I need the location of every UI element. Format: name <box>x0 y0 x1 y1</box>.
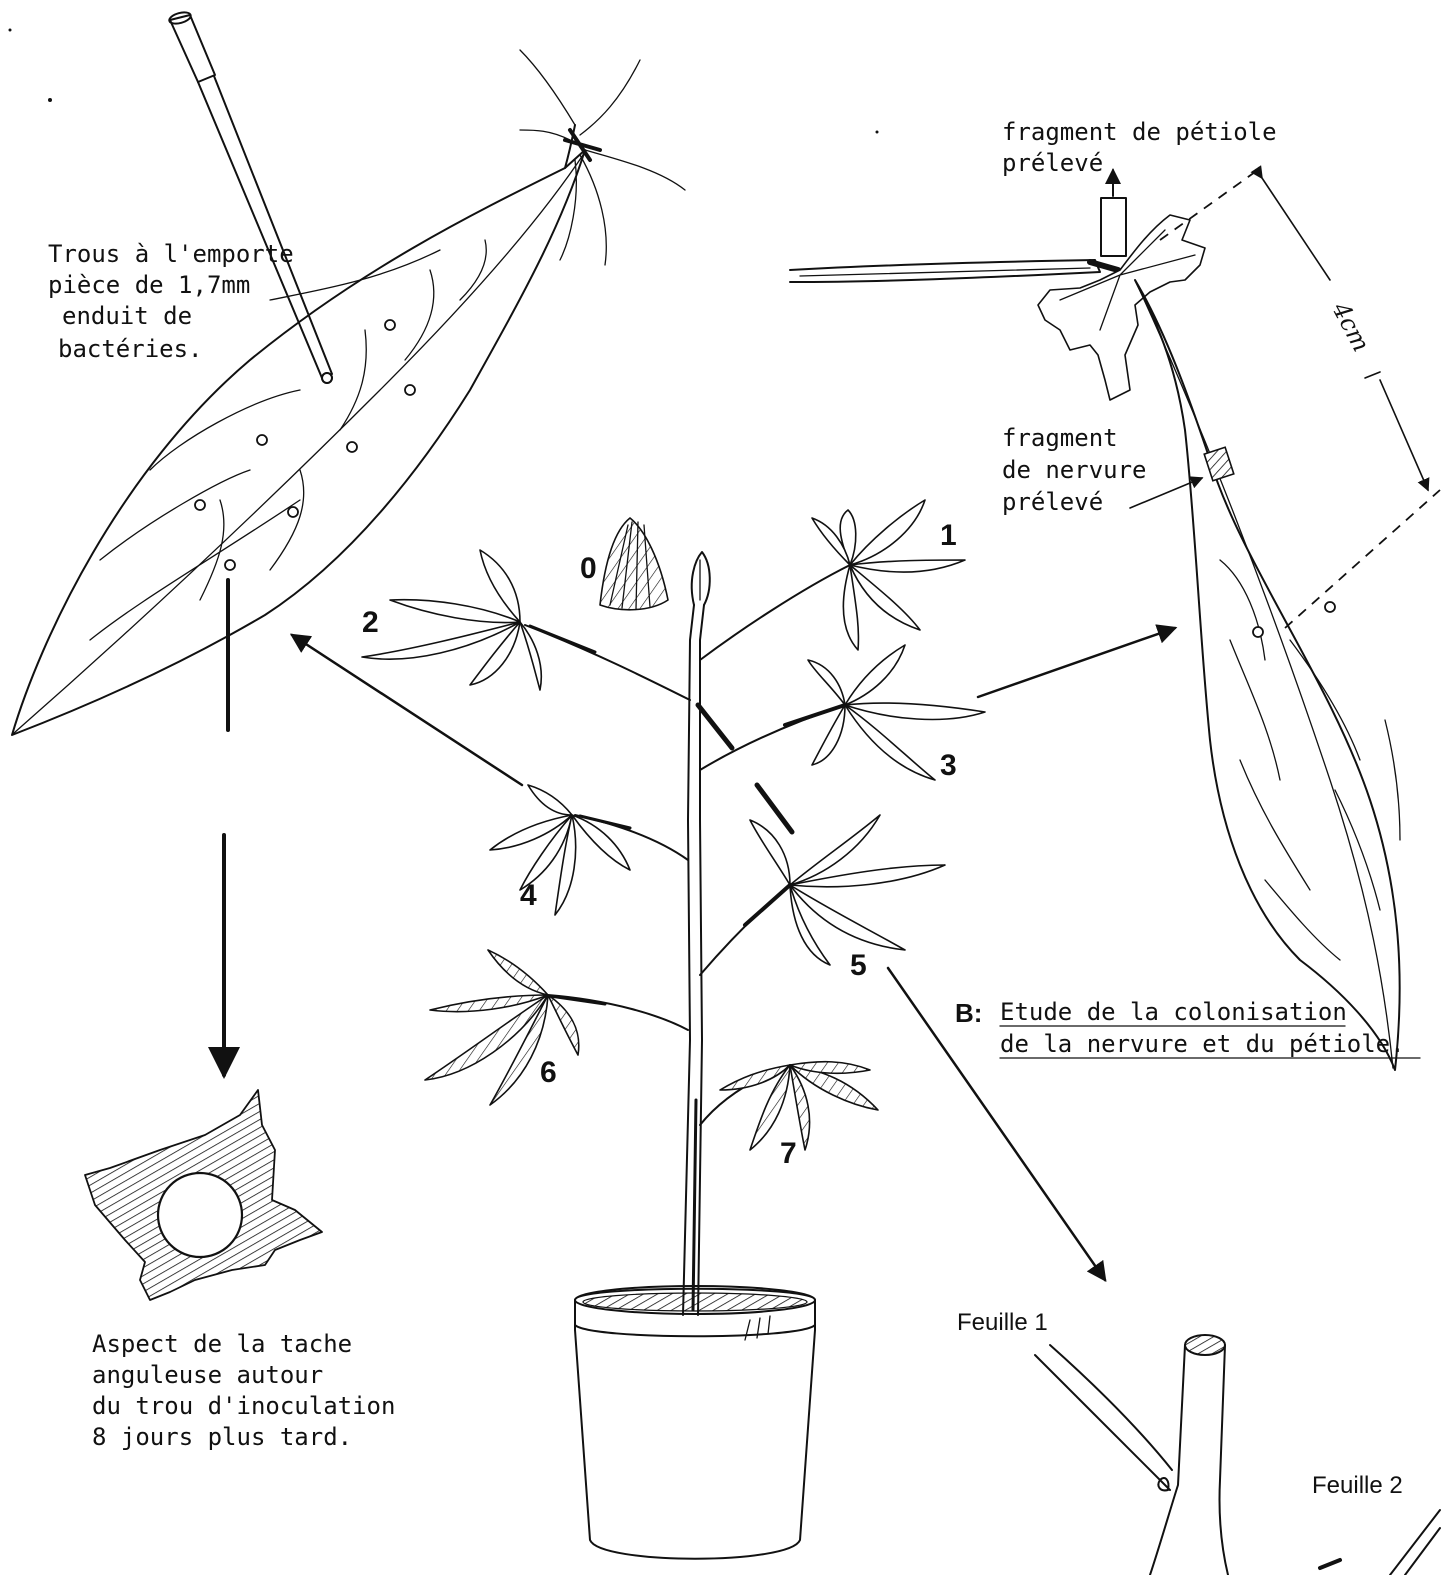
petiole-label-1: fragment de pétiole <box>1002 118 1277 146</box>
inoculation-hole <box>257 435 267 445</box>
section-letter: B: <box>955 998 982 1028</box>
pot <box>575 1289 815 1559</box>
leaf2-label: Feuille 2 <box>1312 1472 1403 1499</box>
arrow-to-leaf-3 <box>978 628 1175 697</box>
angular-spot <box>85 1090 322 1300</box>
inoculation-hole <box>288 507 298 517</box>
leaf-5-icon <box>750 815 945 965</box>
potted-plant: 0 1 2 3 4 5 6 7 <box>362 500 985 1559</box>
spot-caption-3: du trou d'inoculation <box>92 1392 395 1420</box>
petiole-fragment <box>1101 198 1126 256</box>
sampled-leaf: 4cm <box>790 170 1440 1070</box>
vein-fragment <box>1204 447 1234 480</box>
inoculation-hole <box>385 320 395 330</box>
section-title-1: Etude de la colonisation <box>1000 998 1347 1026</box>
vein-label-3: prélevé <box>1002 488 1103 516</box>
spot-caption-2: anguleuse autour <box>92 1361 323 1389</box>
spot-caption-1: Aspect de la tache <box>92 1330 352 1358</box>
callout-line-2: pièce de 1,7mm <box>48 271 250 299</box>
leaf1-label: Feuille 1 <box>957 1309 1048 1336</box>
vein-label-1: fragment <box>1002 424 1118 452</box>
callout-line-1: Trous à l'emporte <box>48 240 294 268</box>
section-title-2: de la nervure et du pétiole. <box>1000 1030 1405 1058</box>
callout-line-3: enduit de <box>62 302 192 330</box>
leaf-number-0: 0 <box>580 552 597 585</box>
leaf-blade <box>1135 280 1400 1070</box>
inoculation-hole <box>158 1173 242 1257</box>
leaf-number-7: 7 <box>780 1137 797 1170</box>
distance-label: 4cm <box>1326 297 1375 356</box>
callout-line-4: bactéries. <box>58 335 203 363</box>
leaf-number-2: 2 <box>362 606 379 639</box>
leaf-3-icon <box>808 645 985 780</box>
spot-caption-4: 8 jours plus tard. <box>92 1423 352 1451</box>
petiole-label-2: prélevé <box>1002 149 1103 177</box>
leaf-2-icon <box>362 550 541 690</box>
stem <box>683 605 694 1315</box>
leaf-number-3: 3 <box>940 749 957 782</box>
inoculation-hole <box>347 442 357 452</box>
leaf-4-icon <box>490 785 630 915</box>
inoculation-hole <box>195 500 205 510</box>
leaf-7-icon <box>720 1062 878 1150</box>
leaf-number-5: 5 <box>850 949 867 982</box>
leaf-number-1: 1 <box>940 519 957 552</box>
stem-detail <box>1035 1335 1440 1575</box>
leaf-number-4: 4 <box>520 879 537 912</box>
inoculated-leaf <box>12 50 685 735</box>
punch-tool-icon <box>168 10 332 383</box>
inoculation-hole <box>225 560 235 570</box>
vein-label-2: de nervure <box>1002 456 1147 484</box>
leaf-number-6: 6 <box>540 1056 557 1089</box>
inoculation-hole <box>405 385 415 395</box>
